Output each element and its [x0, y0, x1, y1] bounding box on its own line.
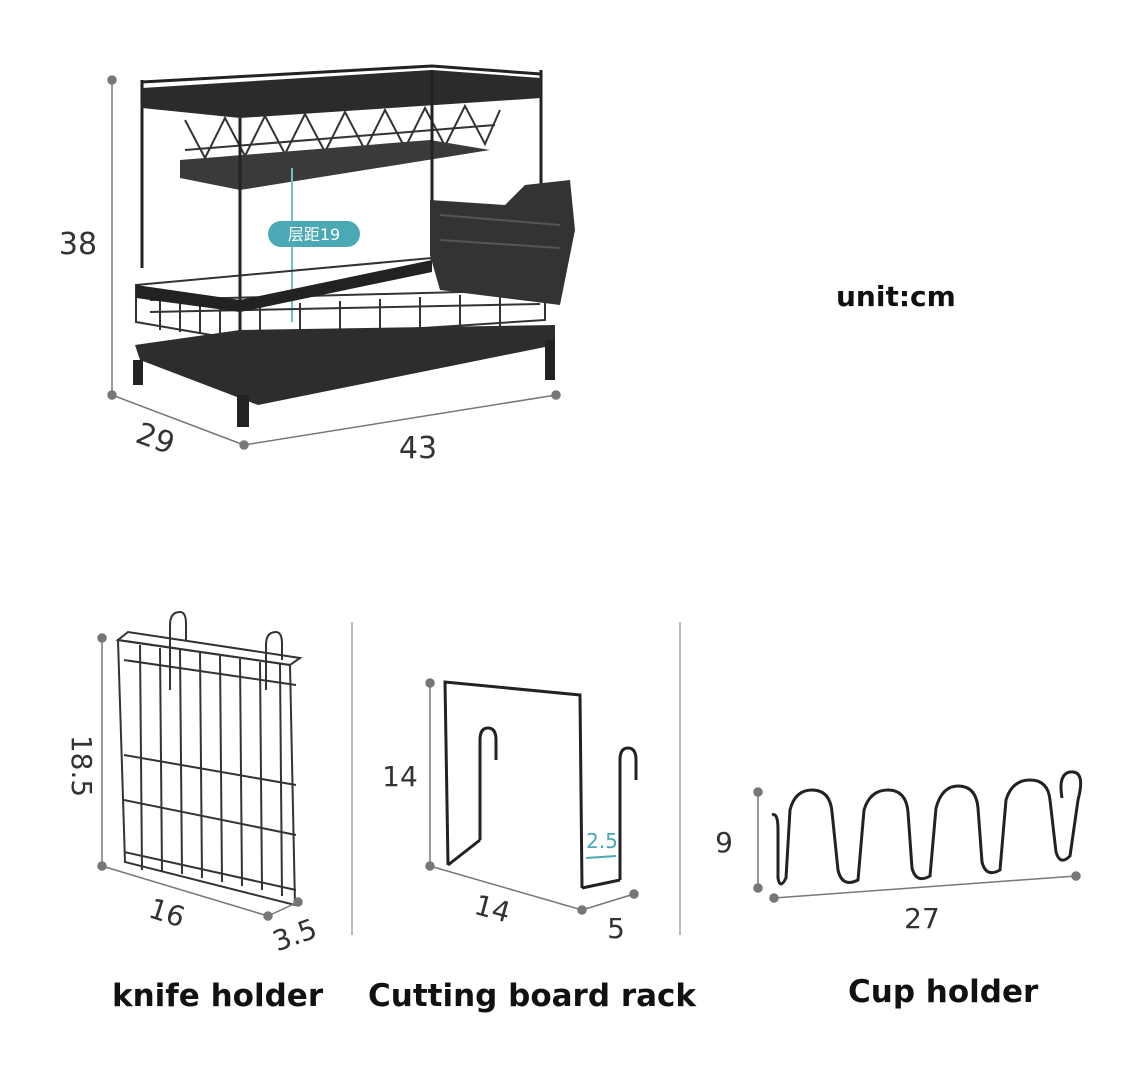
main-dimension-lines	[107, 75, 561, 450]
knife-holder-depth-label: 3.5	[268, 912, 321, 958]
main-depth-label: 29	[131, 416, 179, 462]
slot-guide	[585, 855, 617, 859]
cup-holder-dimension-lines	[753, 787, 1081, 903]
knife-holder-width-label: 16	[145, 892, 189, 934]
cutting-board-width-label: 14	[471, 888, 514, 929]
cutting-board-dimension-lines	[425, 678, 639, 915]
knife-holder-height-label: 18.5	[65, 735, 98, 797]
top-dish-rack	[184, 103, 501, 161]
unit-label: unit:cm	[836, 280, 956, 313]
main-height-label: 38	[59, 227, 97, 262]
knife-holder-illustration	[115, 610, 303, 907]
knife-holder-caption: knife holder	[112, 978, 324, 1014]
cutting-board-rack-caption: Cutting board rack	[368, 978, 697, 1014]
cutting-board-depth-label: 5	[607, 912, 625, 945]
knife-holder-dimension-lines	[97, 633, 303, 921]
cup-holder-width-label: 27	[904, 902, 940, 935]
main-rack-illustration: 层距19	[133, 64, 575, 427]
utensil-holder	[430, 180, 575, 305]
tier-spacing-badge	[268, 221, 360, 247]
lower-dish-basket	[135, 256, 546, 342]
cutting-board-height-label: 14	[382, 760, 418, 793]
tier-spacing-label: 层距19	[288, 225, 340, 244]
cup-holder-illustration	[771, 770, 1083, 886]
main-width-label: 43	[399, 431, 437, 466]
cutting-board-slot-label: 2.5	[586, 829, 618, 853]
cup-holder-caption: Cup holder	[848, 974, 1039, 1010]
cup-holder-height-label: 9	[715, 826, 733, 859]
cutting-board-rack-illustration	[443, 680, 638, 890]
